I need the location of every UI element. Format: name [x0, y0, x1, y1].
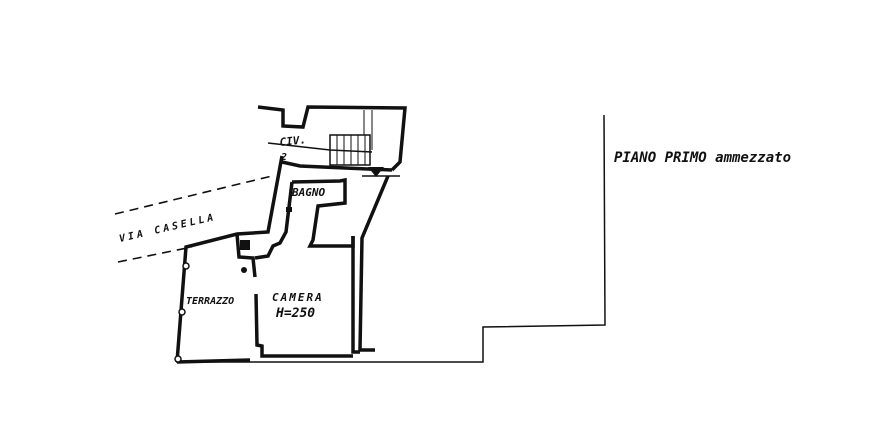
wall-fixture: [286, 207, 292, 212]
railing-post: [178, 308, 186, 316]
right-wall: [358, 175, 390, 352]
chimney-flue: [240, 240, 250, 250]
street-edge-lower: [117, 246, 193, 263]
civic-number: 2: [280, 152, 287, 163]
downpipe: [241, 267, 247, 273]
corridor-wall: [281, 160, 393, 172]
civic-label: CIV.: [279, 133, 307, 149]
room-label-terrace: TERRAZZO: [186, 296, 234, 307]
stair-block-wall: [257, 105, 407, 172]
street-edge-upper: [114, 175, 273, 215]
railing-post: [182, 262, 190, 270]
floor-title: PIANO PRIMO ammezzato: [614, 150, 791, 166]
railing-post: [174, 355, 182, 363]
street-label: VIA CASELLA: [118, 212, 217, 245]
camera-right-wall: [351, 236, 360, 354]
pillar-wall: [235, 233, 257, 278]
building-profile-outline: [176, 114, 606, 363]
camera-left-bottom-wall: [254, 293, 353, 358]
room-label-bedroom: CAMERA: [272, 291, 324, 304]
bath-wall: [291, 177, 355, 248]
room-height-label: H=250: [275, 306, 315, 321]
terrace-bottom-wall: [176, 358, 251, 364]
room-label-bath: BAGNO: [291, 186, 325, 199]
inner-partition-wall: [254, 181, 294, 260]
street-wall: [175, 155, 284, 363]
